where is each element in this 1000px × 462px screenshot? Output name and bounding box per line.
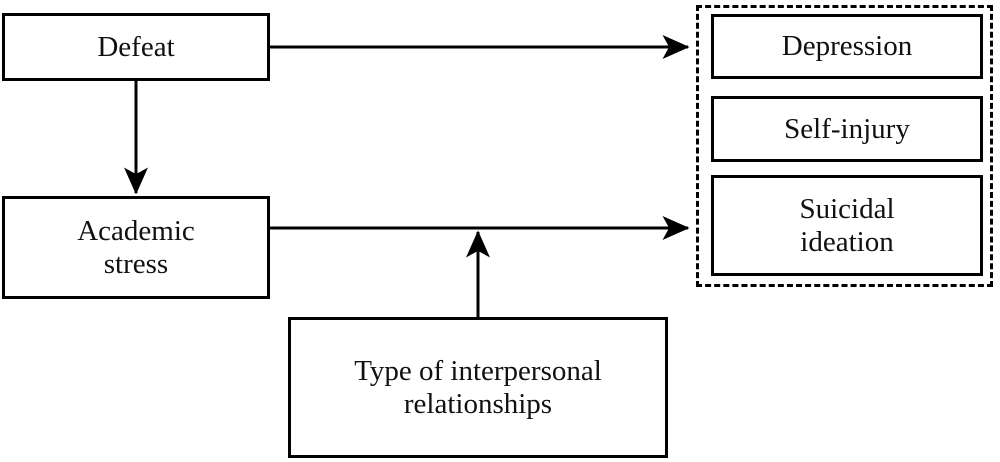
node-defeat-label: Defeat — [97, 30, 175, 63]
outcomes-dashed-group — [696, 5, 993, 287]
node-suicidal-ideation-label: Suicidal ideation — [799, 193, 895, 258]
node-depression-label: Depression — [781, 30, 913, 63]
node-defeat[interactable]: Defeat — [2, 13, 270, 81]
node-interpersonal-relationships-label: Type of interpersonal relationships — [354, 355, 602, 420]
node-self-injury-label: Self-injury — [784, 112, 910, 145]
node-academic-stress[interactable]: Academic stress — [2, 196, 270, 299]
node-self-injury[interactable]: Self-injury — [711, 96, 983, 162]
node-depression[interactable]: Depression — [711, 14, 983, 79]
node-academic-stress-label: Academic stress — [77, 215, 195, 280]
node-suicidal-ideation[interactable]: Suicidal ideation — [711, 175, 983, 276]
node-interpersonal-relationships[interactable]: Type of interpersonal relationships — [288, 317, 668, 458]
